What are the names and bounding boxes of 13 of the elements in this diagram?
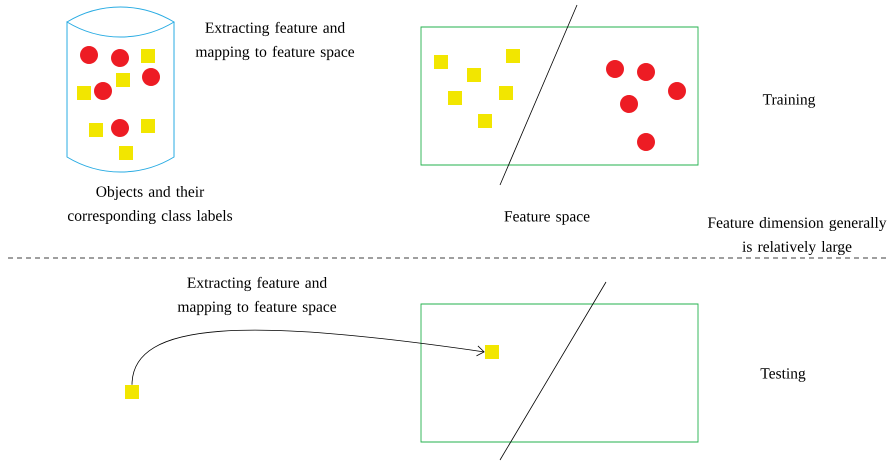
cylinder-drawing bbox=[66, 6, 174, 172]
feature-space-box bbox=[420, 304, 698, 442]
label-text: Testing bbox=[760, 368, 806, 382]
arrow bbox=[132, 330, 485, 386]
label-text: Training bbox=[762, 94, 816, 108]
label-text: Feature dimension generally is relatively large bbox=[708, 216, 886, 256]
caption-text: Objects and their corresponding class labels bbox=[68, 186, 232, 224]
sample-square bbox=[125, 385, 139, 399]
label-text: Extracting feature and mapping to feature space bbox=[196, 22, 354, 60]
caption-text: Feature space bbox=[504, 211, 590, 225]
sample-square bbox=[485, 345, 499, 359]
feature-space-box bbox=[420, 26, 698, 166]
edge-label: Extracting feature and mapping to feature space bbox=[178, 276, 336, 316]
